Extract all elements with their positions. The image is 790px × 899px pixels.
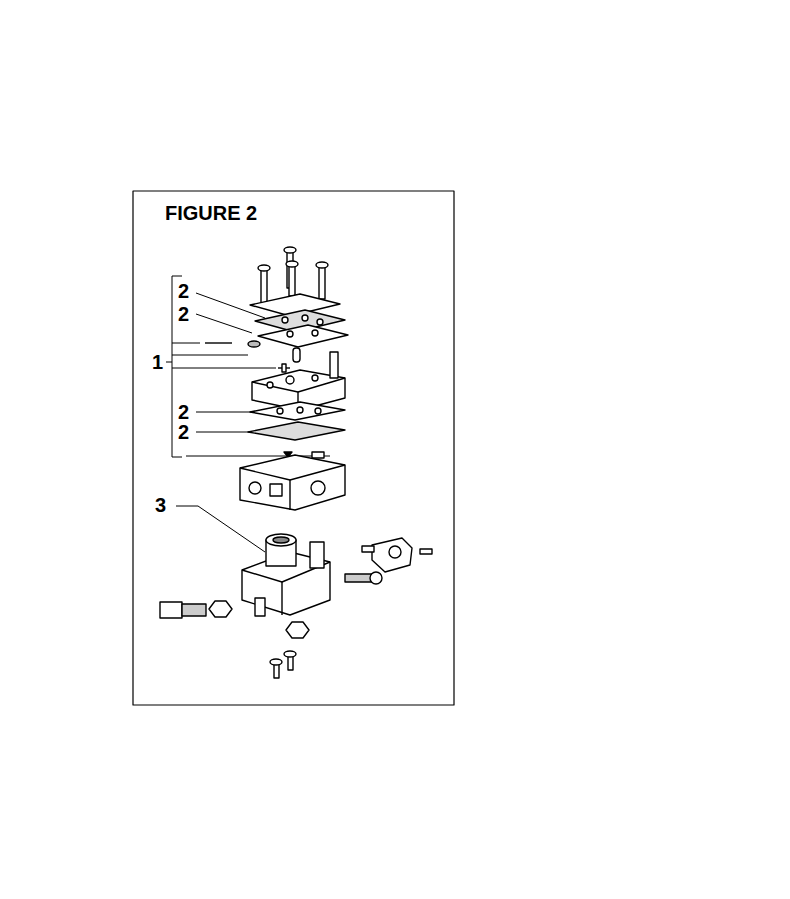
callout-number: 2	[178, 280, 189, 302]
callout-number: 3	[155, 494, 166, 516]
callout-number: 2	[178, 303, 189, 325]
callout-number: 2	[178, 401, 189, 423]
callout-number: 2	[178, 421, 189, 443]
callout-number: 1	[152, 351, 163, 373]
figure-title: FIGURE 2	[165, 202, 257, 224]
